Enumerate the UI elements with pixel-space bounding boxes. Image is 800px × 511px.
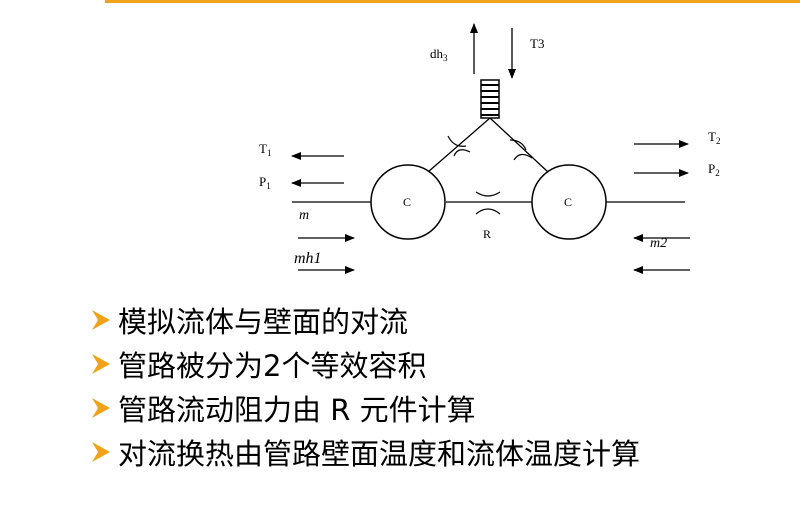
node-right-label: C	[564, 195, 572, 209]
bullet-arrow-icon	[92, 442, 110, 462]
t3-label: T3	[530, 36, 544, 51]
m-right-label: m2	[650, 236, 667, 251]
bullet-text: 模拟流体与壁面的对流	[118, 305, 409, 339]
flow-diagram: dh3 T3 C C R T1 P1 m mh1 T2 P2 m2	[259, 23, 720, 274]
heat-port-stack	[480, 79, 500, 119]
bullet-list: 模拟流体与壁面的对流 管路被分为2个等效容积 管路流动阻力由 R 元件计算 对流…	[88, 298, 640, 474]
bullet-arrow-icon	[92, 310, 110, 330]
convection-symbols	[447, 135, 533, 215]
m-left-label: m	[299, 208, 309, 223]
bullet-arrow-icon	[92, 398, 110, 418]
bullet-item: 对流换热由管路壁面温度和流体温度计算	[88, 430, 640, 474]
t1-label: T1	[259, 141, 271, 158]
link-right-top	[489, 117, 549, 173]
bullet-text: 管路被分为2个等效容积	[118, 349, 427, 383]
bullet-item: 模拟流体与壁面的对流	[88, 298, 640, 342]
resistor-label: R	[483, 227, 491, 241]
link-left-top	[427, 117, 491, 173]
bullet-arrow-icon	[92, 354, 110, 374]
p1-label: P1	[259, 174, 271, 191]
bullet-item: 管路流动阻力由 R 元件计算	[88, 386, 640, 430]
dh3-label: dh3	[430, 46, 448, 63]
bullet-item: 管路被分为2个等效容积	[88, 342, 640, 386]
bullet-text: 对流换热由管路壁面温度和流体温度计算	[118, 437, 641, 471]
top-accent-rule	[105, 0, 800, 3]
mh1-label: mh1	[294, 250, 322, 267]
p2-label: P2	[708, 161, 720, 178]
bullet-text: 管路流动阻力由 R 元件计算	[118, 393, 476, 427]
node-left-label: C	[403, 195, 411, 209]
t2-label: T2	[708, 129, 720, 146]
